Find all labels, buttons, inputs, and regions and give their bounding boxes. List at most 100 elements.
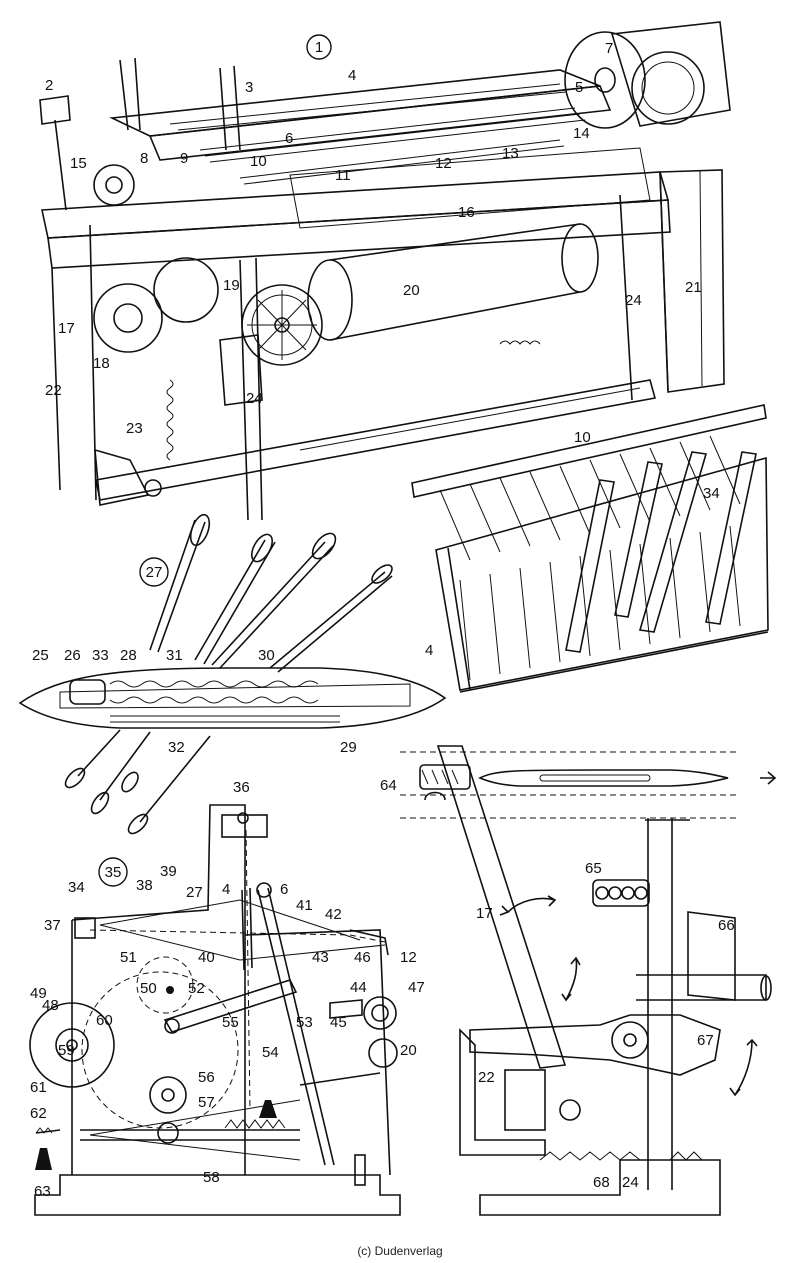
callout-6-section: 6 xyxy=(280,881,288,898)
callout-31: 31 xyxy=(166,647,183,664)
callout-13: 13 xyxy=(502,145,519,162)
callout-8: 8 xyxy=(140,150,148,167)
drive-pulley xyxy=(564,21,731,129)
callout-48: 48 xyxy=(42,997,59,1014)
callout-17: 17 xyxy=(58,320,75,337)
callout-20: 20 xyxy=(403,282,420,299)
callout-11: 11 xyxy=(335,167,351,184)
callout-22: 22 xyxy=(45,382,62,399)
callout-22-mech: 22 xyxy=(478,1069,495,1086)
callout-21: 21 xyxy=(685,279,702,296)
callout-64: 64 xyxy=(380,777,397,794)
svg-text:1: 1 xyxy=(315,39,323,56)
callout-42: 42 xyxy=(325,906,342,923)
callout-58: 58 xyxy=(203,1169,220,1186)
heddle-wires xyxy=(439,435,741,681)
callout-14: 14 xyxy=(573,125,590,142)
callout-40: 40 xyxy=(198,949,215,966)
callout-30: 30 xyxy=(258,647,275,664)
callout-46: 46 xyxy=(354,949,371,966)
callout-18: 18 xyxy=(93,355,110,372)
callout-4-heddle: 4 xyxy=(425,642,433,659)
gear-wheel xyxy=(241,284,323,366)
callout-66: 66 xyxy=(718,917,735,934)
callout-24-lever: 24 xyxy=(246,390,263,407)
callout-24-side: 24 xyxy=(625,292,642,309)
callout-10-heddle: 10 xyxy=(574,429,591,446)
callout-23: 23 xyxy=(126,420,143,437)
callout-28: 28 xyxy=(120,647,137,664)
callout-15: 15 xyxy=(70,155,87,172)
heddle-shaft-detail xyxy=(411,404,769,693)
callout-55: 55 xyxy=(222,1014,239,1031)
callout-45: 45 xyxy=(330,1014,347,1031)
callout-41: 41 xyxy=(296,897,313,914)
svg-text:35: 35 xyxy=(105,864,122,881)
callout-29: 29 xyxy=(340,739,357,756)
callout-32: 32 xyxy=(168,739,185,756)
callout-57: 57 xyxy=(198,1094,215,1111)
callout-47: 47 xyxy=(408,979,425,996)
callout-7: 7 xyxy=(605,40,613,57)
callout-6: 6 xyxy=(285,130,293,147)
callout-61: 61 xyxy=(30,1079,47,1096)
callout-50: 50 xyxy=(140,980,157,997)
pulley-65 xyxy=(592,879,650,907)
callout-16: 16 xyxy=(458,204,475,221)
callout-59: 59 xyxy=(58,1042,75,1059)
callout-44: 44 xyxy=(350,979,367,996)
callout-24-mech: 24 xyxy=(622,1174,639,1191)
callout-10: 10 xyxy=(250,153,267,170)
callout-4: 4 xyxy=(348,67,356,84)
callout-52: 52 xyxy=(188,980,205,997)
callout-37: 37 xyxy=(44,917,61,934)
copyright-credit: (c) Dudenverlag xyxy=(357,1244,443,1258)
callout-39: 39 xyxy=(160,863,177,880)
callout-63: 63 xyxy=(34,1183,51,1200)
callout-2: 2 xyxy=(45,77,53,94)
callout-27-section: 27 xyxy=(186,884,203,901)
callout-34-heddle: 34 xyxy=(703,485,720,502)
callout-26: 26 xyxy=(64,647,81,664)
callout-67: 67 xyxy=(697,1032,714,1049)
callout-36: 36 xyxy=(233,779,250,796)
shuttle-illustration xyxy=(18,513,447,835)
callout-12: 12 xyxy=(435,155,452,172)
callout-51: 51 xyxy=(120,949,137,966)
power-loom-illustration xyxy=(39,21,731,521)
figure-number-27: 27 xyxy=(139,557,169,587)
loom-callouts: 2 3 4 5 6 7 8 9 10 11 12 13 14 15 16 17 … xyxy=(45,40,702,437)
callout-33: 33 xyxy=(92,647,109,664)
callout-25: 25 xyxy=(32,647,49,664)
callout-12-section: 12 xyxy=(400,949,417,966)
heddle-eyes xyxy=(565,451,757,653)
shuttle-tongs xyxy=(64,513,393,835)
callout-17-mech: 17 xyxy=(476,905,493,922)
heddle-callouts: 10 34 4 xyxy=(425,429,720,659)
callout-68: 68 xyxy=(593,1174,610,1191)
callout-65: 65 xyxy=(585,860,602,877)
figure-number-1: 1 xyxy=(306,34,332,60)
callout-5: 5 xyxy=(575,79,583,96)
pirn-bobbin xyxy=(69,679,319,705)
callout-4-section: 4 xyxy=(222,881,230,898)
loom-cross-section xyxy=(29,804,401,1216)
callout-53: 53 xyxy=(296,1014,313,1031)
callout-9: 9 xyxy=(180,150,188,167)
callout-54: 54 xyxy=(262,1044,279,1061)
callout-38: 38 xyxy=(136,877,153,894)
shuttle-callouts: 25 26 28 29 30 31 32 33 xyxy=(32,647,357,756)
heddle-frame-stripes xyxy=(199,107,586,185)
figure-number-35: 35 xyxy=(98,857,128,887)
callout-43: 43 xyxy=(312,949,329,966)
callout-20-section: 20 xyxy=(400,1042,417,1059)
callout-62: 62 xyxy=(30,1105,47,1122)
svg-text:27: 27 xyxy=(146,564,163,581)
callout-34-section: 34 xyxy=(68,879,85,896)
callout-19: 19 xyxy=(223,277,240,294)
callout-49: 49 xyxy=(30,985,47,1002)
section-callouts: 4 6 12 20 27 34 36 37 38 39 40 41 42 43 … xyxy=(30,779,425,1200)
callout-60: 60 xyxy=(96,1012,113,1029)
callout-56: 56 xyxy=(198,1069,215,1086)
